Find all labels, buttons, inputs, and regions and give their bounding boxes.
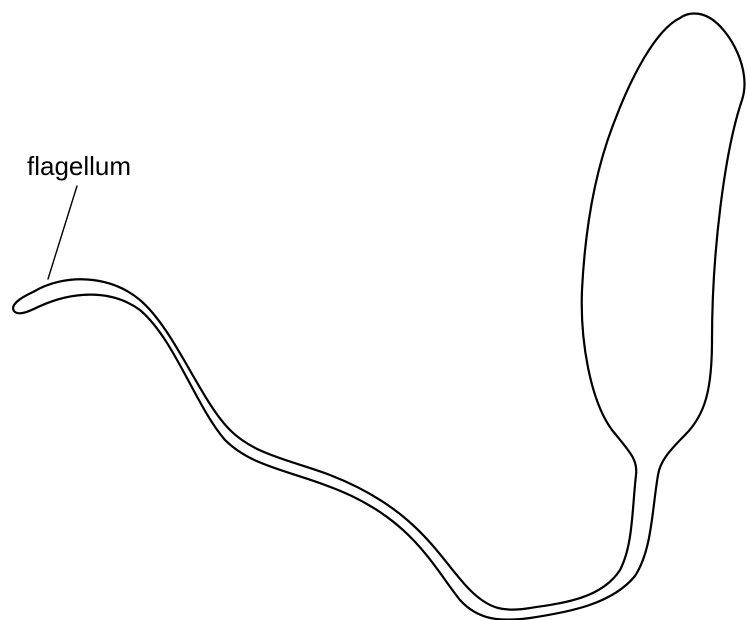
flagellum-leader-line: [47, 185, 78, 280]
cell-outline: [12, 12, 746, 620]
flagellum-label: flagellum: [27, 151, 131, 181]
